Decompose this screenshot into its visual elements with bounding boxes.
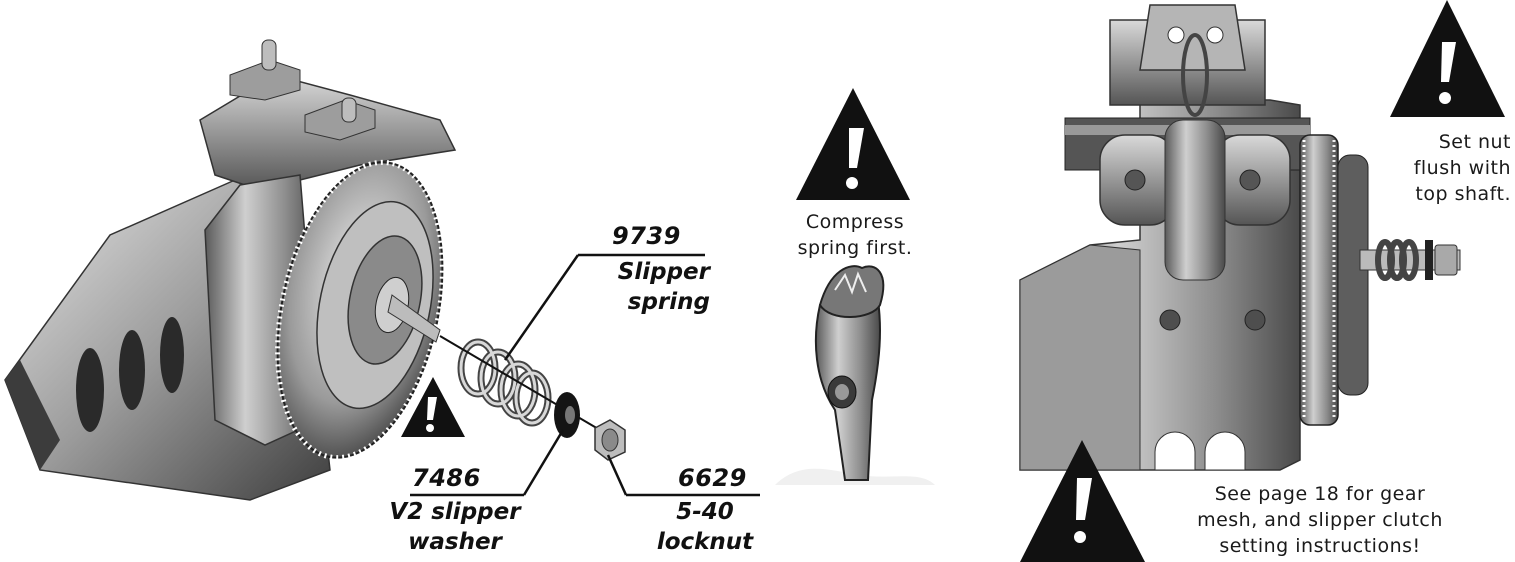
- locknut: [595, 420, 625, 460]
- part-name-locknut-line1: 5-40: [650, 498, 760, 526]
- note-compress-line1: Compress: [760, 210, 950, 235]
- part-name-slipper-spring-line1: Slipper: [590, 258, 710, 286]
- warning-icon: [1390, 0, 1505, 117]
- note-seepage-line1: See page 18 for gear: [1150, 482, 1490, 507]
- part-number-locknut: 6629: [678, 464, 747, 492]
- part-name-slipper-spring-line2: spring: [590, 288, 710, 316]
- part-number-slipper-washer: 7486: [412, 464, 481, 492]
- part-name-locknut-line2: locknut: [650, 528, 760, 556]
- note-setnut-line3: top shaft.: [1385, 182, 1515, 207]
- note-setnut-line2: flush with: [1385, 156, 1515, 181]
- right-transmission-assembly: [1020, 5, 1460, 470]
- note-compress-line2: spring first.: [760, 236, 950, 261]
- part-number-slipper-spring: 9739: [612, 222, 681, 250]
- note-seepage-line3: setting instructions!: [1150, 534, 1490, 559]
- warning-icon: [796, 88, 910, 200]
- note-setnut-line1: Set nut: [1385, 130, 1515, 155]
- left-transmission-assembly: [5, 40, 625, 500]
- note-seepage-line2: mesh, and slipper clutch: [1150, 508, 1490, 533]
- part-name-slipper-washer-line2: washer: [380, 528, 530, 556]
- pliers-illustration: [775, 266, 935, 485]
- part-name-slipper-washer-line1: V2 slipper: [380, 498, 530, 526]
